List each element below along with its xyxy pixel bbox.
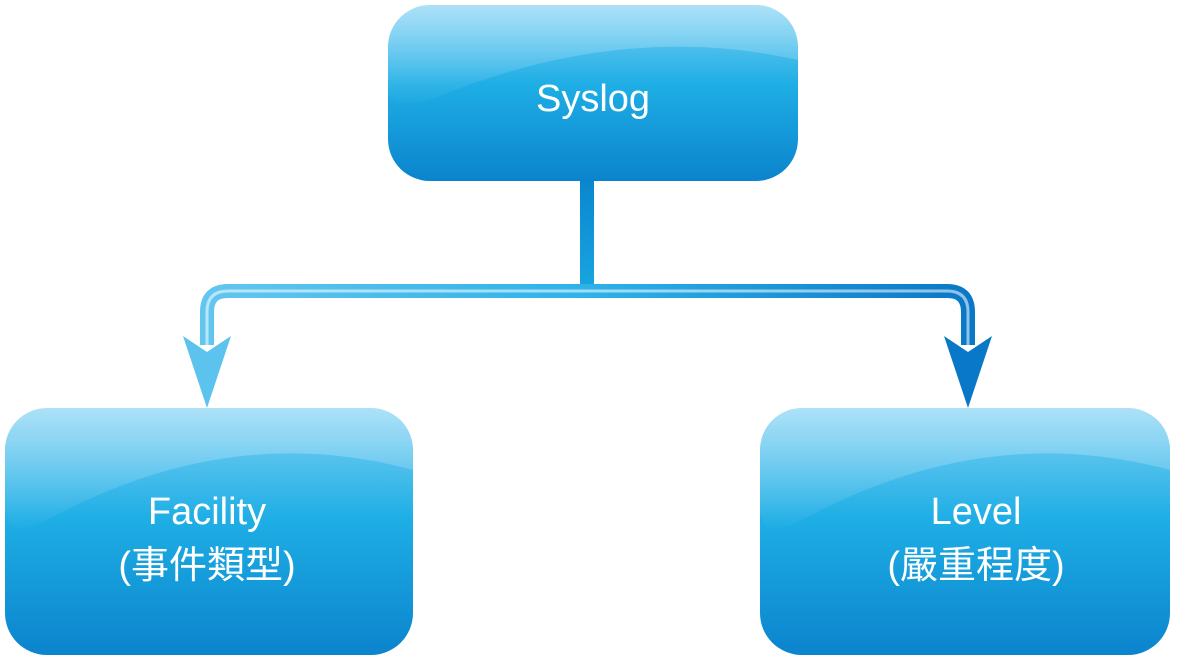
connector-stem: [580, 178, 594, 292]
level-label-line1: Level: [931, 491, 1022, 533]
level-label-line2: (嚴重程度): [887, 545, 1064, 587]
arrowhead-right: [944, 336, 992, 408]
connector-highlight: [205, 289, 970, 345]
connector-branch: [200, 284, 975, 345]
facility-label-line2: (事件類型): [118, 545, 295, 587]
root-node-label: Syslog: [536, 78, 650, 120]
root-node: Syslog: [388, 5, 798, 181]
facility-label-line1: Facility: [148, 491, 266, 533]
connector-lines: [183, 178, 992, 408]
arrowhead-left: [183, 336, 231, 408]
child-node-facility: Facility (事件類型): [5, 408, 413, 655]
child-node-level: Level (嚴重程度): [760, 408, 1170, 655]
